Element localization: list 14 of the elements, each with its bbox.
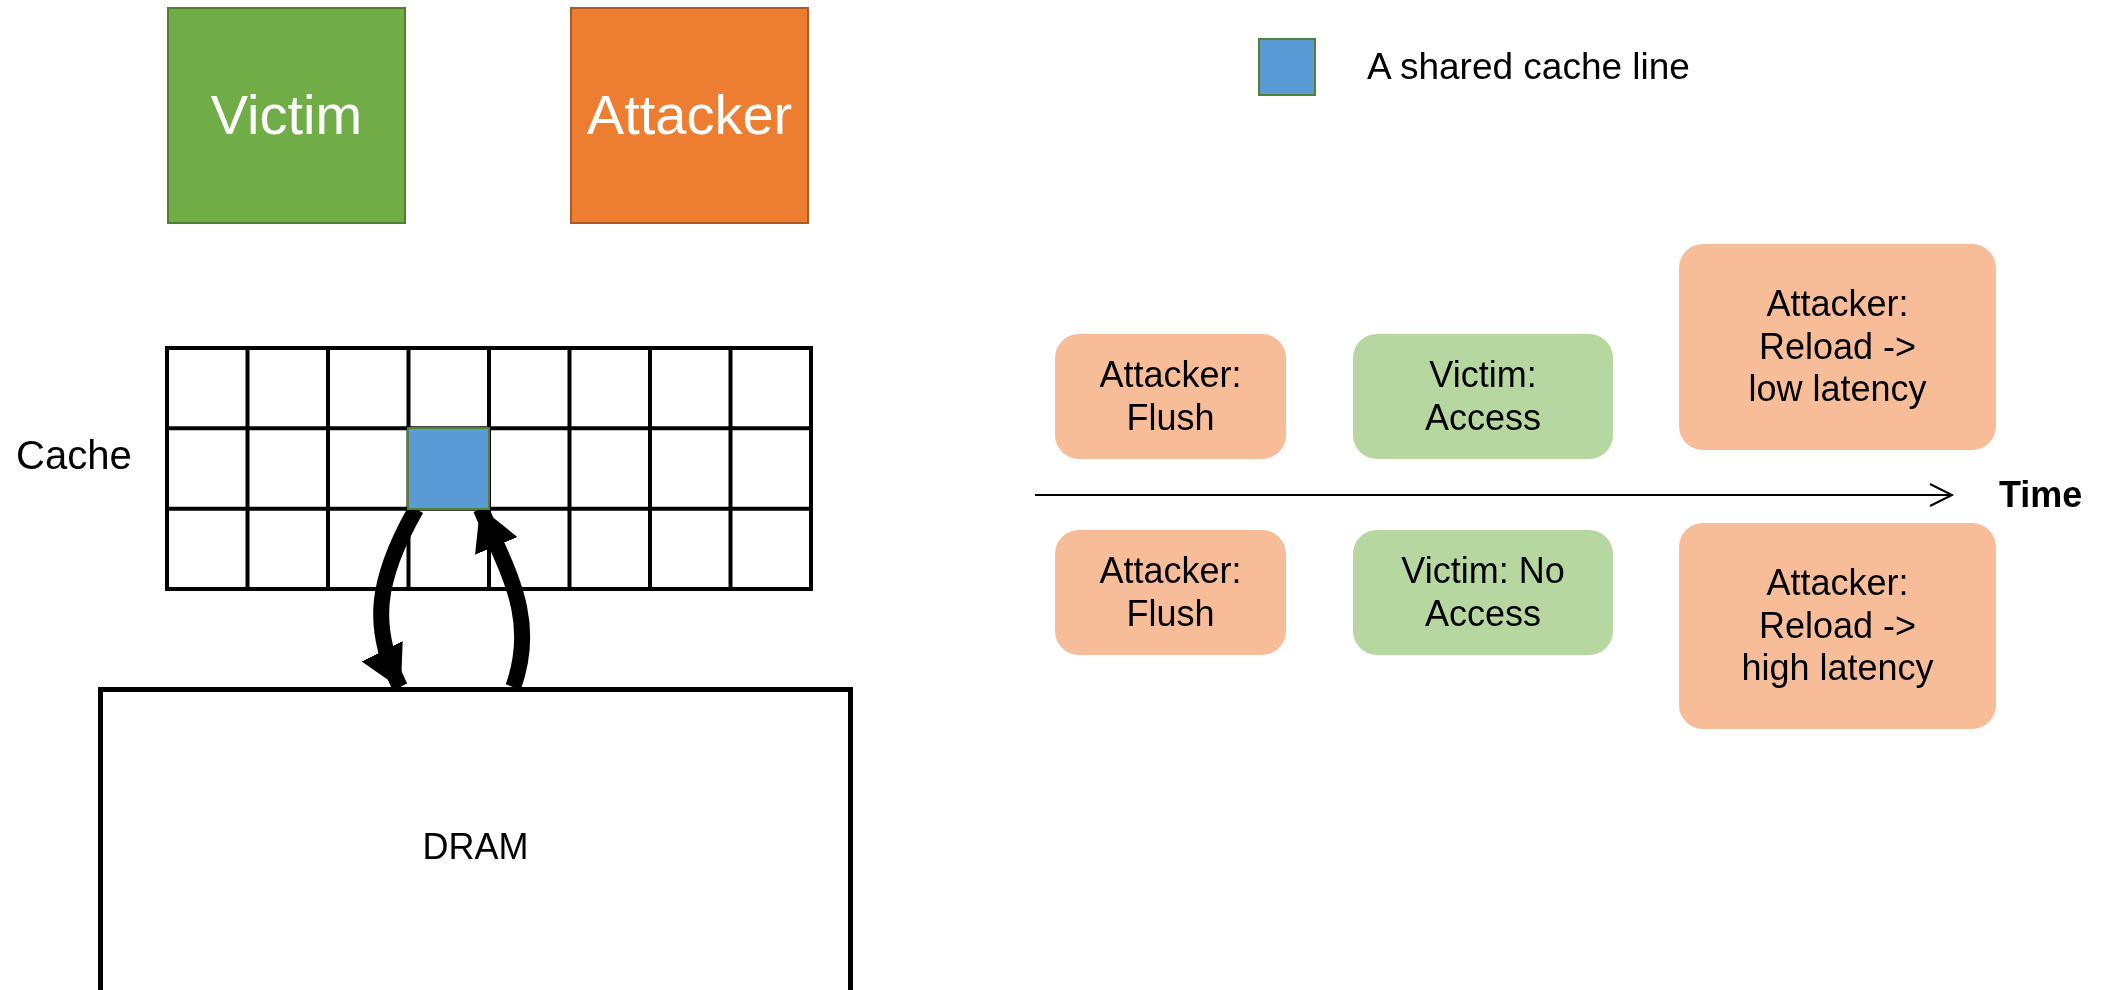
cache-grid-drawing	[167, 348, 811, 589]
memory-box: DRAM	[98, 687, 853, 990]
step-box: Victim: No Access	[1353, 530, 1613, 655]
axis-label: Time	[1999, 474, 2083, 516]
step-box: Attacker: Flush	[1055, 530, 1286, 655]
step-box: Victim: Access	[1353, 334, 1613, 459]
node-caption: Cache	[16, 433, 132, 478]
step-box: Attacker: Reload -> low latency	[1679, 244, 1996, 450]
cache-line-cell	[408, 428, 489, 509]
legend-label: A shared cache line	[1367, 46, 1690, 88]
step-box: Attacker: Flush	[1055, 334, 1286, 459]
actor-box: Attacker	[570, 7, 809, 224]
actor-box: Victim	[167, 7, 406, 224]
step-box: Attacker: Reload -> high latency	[1679, 523, 1996, 729]
